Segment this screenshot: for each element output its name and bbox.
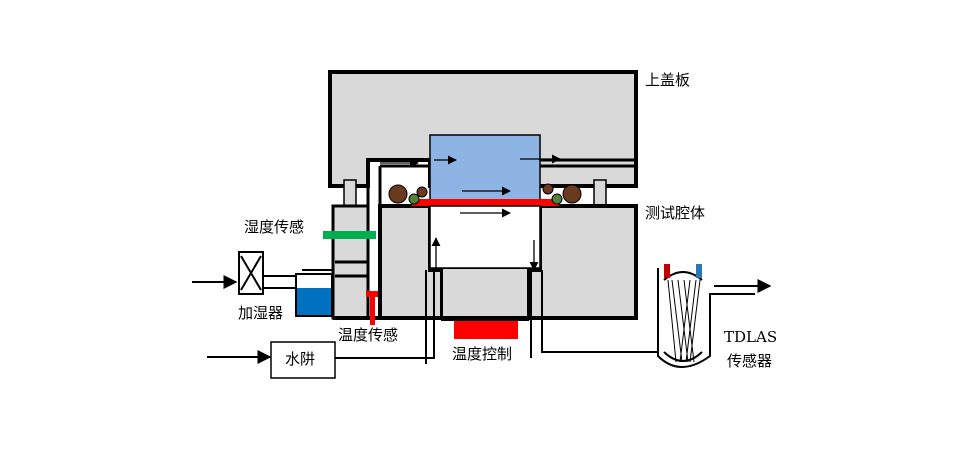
- humidity-sensor: [323, 231, 376, 239]
- water-trap-box: [270, 341, 336, 379]
- outlet-lines: [287, 270, 658, 364]
- particles: [388, 183, 582, 205]
- temperature-sensor: [366, 291, 378, 325]
- temperature-control-block: [454, 321, 518, 339]
- tdlas-sensor-label: 传感器: [727, 352, 773, 370]
- sample-block: [429, 134, 541, 201]
- humidity-sensor-label: 湿度传感: [244, 218, 305, 236]
- test-chamber-label: 测试腔体: [645, 204, 706, 222]
- inner-channel: [429, 205, 541, 269]
- temperature-sensor-label: 温度传感: [338, 326, 399, 344]
- test-chamber-body: [331, 166, 638, 321]
- heater-plate: [412, 199, 559, 206]
- temperature-control-label: 温度控制: [452, 345, 513, 363]
- top-cover-label: 上盖板: [645, 71, 691, 89]
- water-trap-label: 水阱: [285, 350, 316, 368]
- right-spacer: [593, 179, 607, 207]
- tdlas-label: TDLAS: [724, 328, 778, 346]
- valve-icon: [238, 251, 264, 295]
- left-spacer: [343, 179, 357, 207]
- flow-arrows: [380, 154, 561, 271]
- humidifier-label: 加湿器: [238, 304, 284, 322]
- humidifier-tank: [295, 273, 333, 317]
- tdlas-cell: [657, 264, 772, 368]
